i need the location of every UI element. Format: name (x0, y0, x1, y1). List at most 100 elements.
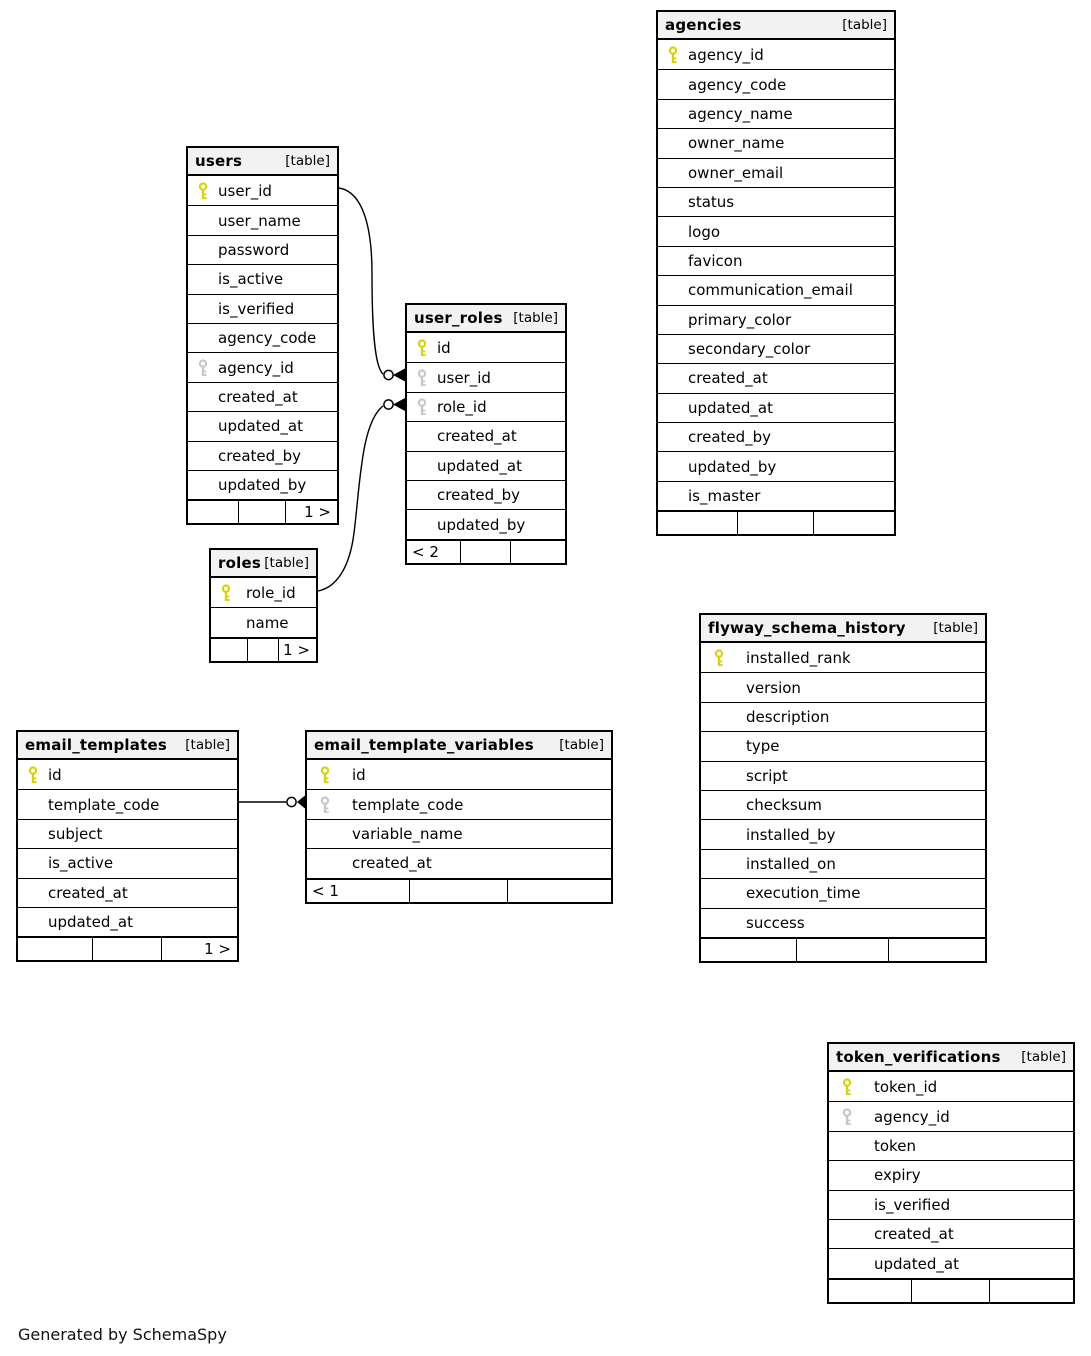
column-row-user_roles-created_at: created_at (407, 421, 565, 450)
table-footer-email_template_variables: < 1 (307, 877, 611, 902)
primary-key-icon (416, 339, 428, 357)
column-name: is_active (218, 270, 284, 289)
column-name: description (746, 707, 830, 726)
column-name: created_by (218, 446, 302, 465)
column-row-user_roles-created_by: created_by (407, 479, 565, 509)
column-name: expiry (874, 1166, 921, 1185)
column-name: is_verified (874, 1195, 951, 1214)
column-name: variable_name (352, 824, 463, 843)
column-name: updated_at (437, 456, 522, 475)
table-header-flyway_schema_history[interactable]: flyway_schema_history[table] (701, 615, 985, 643)
table-header-email_templates[interactable]: email_templates[table] (18, 732, 237, 760)
column-row-users-created_at: created_at (188, 381, 337, 411)
column-name: created_by (688, 428, 772, 447)
generated-by-note: Generated by SchemaSpy (18, 1325, 227, 1344)
footer-cell (409, 879, 507, 902)
column-row-agencies-agency_id: agency_id (658, 40, 894, 69)
primary-key-icon (667, 46, 679, 64)
footer-cell (188, 501, 238, 523)
column-name: agency_name (688, 104, 793, 123)
table-header-agencies[interactable]: agencies[table] (658, 12, 894, 40)
footer-cell (701, 939, 796, 961)
column-row-agencies-owner_name: owner_name (658, 128, 894, 157)
column-name: updated_by (688, 457, 777, 476)
column-name: secondary_color (688, 340, 811, 359)
table-header-token_verifications[interactable]: token_verifications[table] (829, 1044, 1073, 1072)
column-name: script (746, 766, 788, 785)
table-header-user_roles[interactable]: user_roles[table] (407, 305, 565, 333)
crows-foot-arrow (393, 398, 405, 411)
column-name: created_by (437, 486, 521, 505)
table-footer-users: 1 > (188, 499, 337, 524)
column-row-agencies-created_by: created_by (658, 422, 894, 451)
column-row-agencies-agency_name: agency_name (658, 98, 894, 128)
column-row-token_verifications-created_at: created_at (829, 1218, 1073, 1248)
footer-cell (507, 879, 611, 902)
column-row-agencies-primary_color: primary_color (658, 304, 894, 334)
column-row-flyway_schema_history-type: type (701, 731, 985, 760)
table-header-email_template_variables[interactable]: email_template_variables [table] (307, 732, 611, 760)
column-name: version (746, 678, 801, 697)
table-header-users[interactable]: users[table] (188, 148, 337, 176)
column-name: favicon (688, 251, 743, 270)
column-name: logo (688, 222, 721, 241)
footer-cell (460, 540, 509, 563)
table-name: users (195, 152, 243, 170)
primary-key-icon (27, 766, 39, 784)
column-name: success (746, 913, 805, 932)
column-name: primary_color (688, 310, 792, 329)
footer-cell (211, 639, 247, 661)
footer-cell: < 1 (312, 881, 339, 900)
footer-cell (989, 1279, 1073, 1302)
table-type-badge: [table] (559, 737, 604, 753)
footer-cell: < 2 (412, 542, 439, 561)
footer-cell: 1 > (161, 938, 237, 961)
column-row-users-is_verified: is_verified (188, 293, 337, 323)
column-row-user_roles-updated_by: updated_by (407, 509, 565, 538)
column-row-token_verifications-updated_at: updated_at (829, 1248, 1073, 1277)
primary-key-icon (220, 584, 232, 602)
column-name: updated_at (874, 1254, 959, 1273)
column-name: id (352, 765, 366, 784)
table-header-roles[interactable]: roles[table] (211, 550, 316, 578)
column-name: created_at (352, 854, 432, 873)
column-name: template_code (48, 795, 160, 814)
column-row-agencies-status: status (658, 186, 894, 216)
column-row-agencies-communication_email: communication_email (658, 275, 894, 304)
column-name: token_id (874, 1077, 938, 1096)
column-row-users-user_name: user_name (188, 205, 337, 234)
footer-cell (238, 501, 284, 524)
column-row-agencies-updated_at: updated_at (658, 392, 894, 422)
column-row-agencies-logo: logo (658, 216, 894, 245)
foreign-key-icon (416, 368, 428, 387)
column-row-flyway_schema_history-description: description (701, 701, 985, 731)
table-name: email_template_variables (314, 736, 534, 754)
column-name: user_name (218, 211, 301, 230)
foreign-key-icon (416, 398, 428, 416)
primary-key-icon (197, 182, 209, 200)
column-row-flyway_schema_history-success: success (701, 907, 985, 937)
footer-cell (658, 512, 737, 534)
table-name: agencies (665, 16, 742, 34)
footer-cell (829, 1280, 911, 1302)
table-flyway_schema_history[interactable]: flyway_schema_history[table]installed_ra… (699, 613, 987, 963)
column-name: updated_at (688, 398, 773, 417)
column-row-email_template_variables-variable_name: variable_name (307, 818, 611, 848)
column-row-roles-name: name (211, 607, 316, 636)
column-row-email_templates-template_code: template_code (18, 789, 237, 818)
footer-cell (246, 638, 279, 661)
table-type-badge: [table] (933, 620, 978, 636)
column-name: communication_email (688, 281, 853, 300)
zero-many-circle (383, 369, 394, 381)
column-row-user_roles-updated_at: updated_at (407, 450, 565, 480)
table-type-badge: [table] (264, 555, 309, 571)
column-name: created_at (48, 883, 128, 902)
